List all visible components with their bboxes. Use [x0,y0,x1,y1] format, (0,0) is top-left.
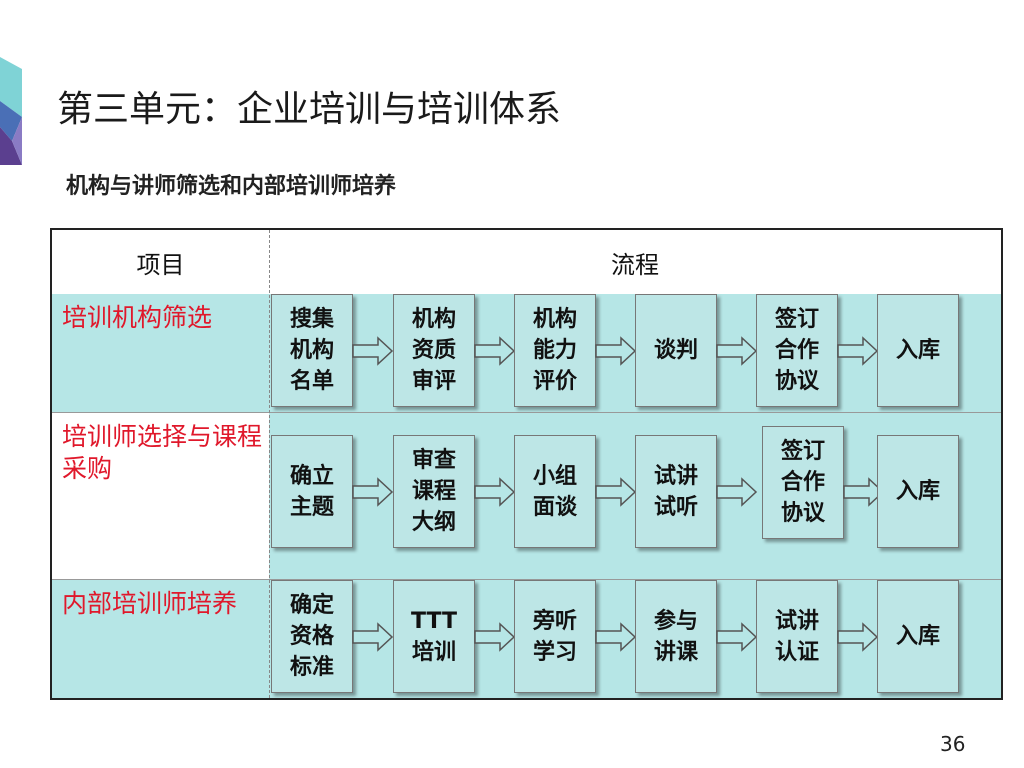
table-header: 项目 流程 [52,230,1001,294]
table-row: 内部培训师培养 确定 资格 标准 TTT 培训 旁听 学习 参与 讲课 试讲 认… [52,580,1001,698]
slide-title: 第三单元：企业培训与培训体系 [57,89,562,130]
step-box: 确定 资格 标准 [271,580,353,693]
step-box: 确立 主题 [271,435,353,548]
step-box: 试讲 试听 [635,435,717,548]
arrow-right-icon [595,477,637,507]
slide-subtitle: 机构与讲师筛选和内部培训师培养 [66,174,397,199]
row-label: 培训机构筛选 [62,303,213,332]
arrow-right-icon [352,336,394,366]
arrow-right-icon [474,477,516,507]
arrow-right-icon [837,622,879,652]
step-box: 参与 讲课 [635,580,717,693]
step-box: 审查 课程 大纲 [393,435,475,548]
column-divider [269,230,270,698]
header-flow: 流程 [611,250,659,279]
process-table: 项目 流程 培训机构筛选 搜集 机构 名单 机构 资质 审评 机构 能力 评价 … [50,228,1003,700]
step-box: 签订 合作 协议 [756,294,838,407]
row-label-cell [52,294,269,413]
arrow-right-icon [474,622,516,652]
step-box: 搜集 机构 名单 [271,294,353,407]
header-item: 项目 [136,250,185,279]
step-box: 谈判 [635,294,717,407]
arrow-right-icon [716,336,758,366]
step-box: 旁听 学习 [514,580,596,693]
table-row: 培训机构筛选 搜集 机构 名单 机构 资质 审评 机构 能力 评价 谈判 签订 … [52,294,1001,413]
step-box: 入库 [877,294,959,407]
corner-decoration [0,57,22,165]
row-label-cell [52,580,269,698]
row-label: 内部培训师培养 [62,589,238,618]
step-box: 试讲 认证 [756,580,838,693]
step-box: 机构 资质 审评 [393,294,475,407]
arrow-right-icon [837,336,879,366]
row-divider [52,579,1001,580]
row-divider [52,412,1001,413]
step-box: 签订 合作 协议 [762,426,844,539]
arrow-right-icon [352,622,394,652]
page-number: 36 [940,732,966,756]
step-box: 机构 能力 评价 [514,294,596,407]
step-box: 入库 [877,580,959,693]
arrow-right-icon [595,622,637,652]
arrow-right-icon [595,336,637,366]
step-box: 小组 面谈 [514,435,596,548]
step-box: 入库 [877,435,959,548]
arrow-right-icon [352,477,394,507]
arrow-right-icon [843,477,885,507]
table-row: 培训师选择与课程采购 确立 主题 审查 课程 大纲 小组 面谈 试讲 试听 签订… [52,413,1001,579]
arrow-right-icon [474,336,516,366]
row-label-cell [52,413,269,579]
step-box: TTT 培训 [393,580,475,693]
arrow-right-icon [716,622,758,652]
arrow-right-icon [716,477,758,507]
row-label: 培训师选择与课程采购 [62,422,263,483]
